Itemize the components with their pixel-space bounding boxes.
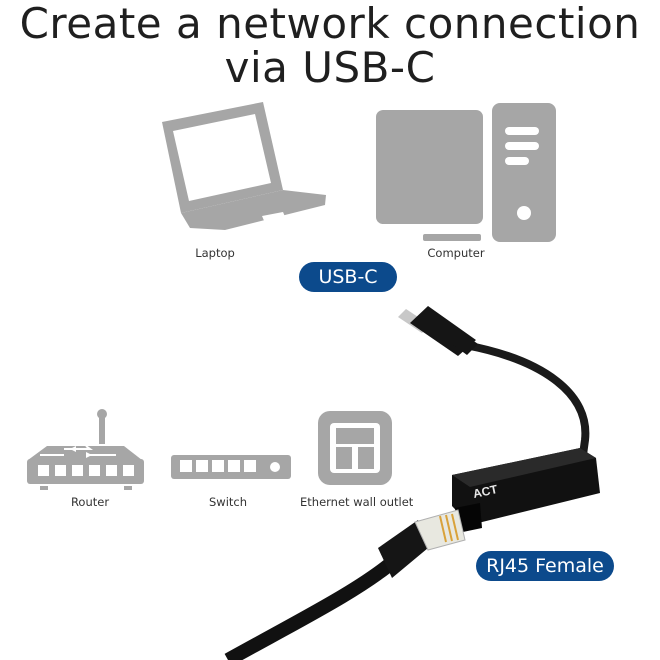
computer-label: Computer: [427, 246, 485, 260]
laptop-label: Laptop: [195, 246, 235, 260]
wall-outlet-icon: [318, 411, 392, 485]
laptop-icon: [162, 102, 326, 230]
computer-icon: [376, 103, 556, 242]
usb-c-badge: USB-C: [299, 262, 397, 292]
adapter-brand-label: ACT: [472, 482, 500, 501]
title-line-2: via USB-C: [224, 43, 436, 92]
title-line-1: Create a network connection: [19, 0, 641, 48]
rj45-female-badge: RJ45 Female: [476, 551, 614, 581]
switch-icon: [171, 455, 291, 479]
router-icon: [27, 409, 144, 490]
ethernet-wall-outlet-label: Ethernet wall outlet: [300, 495, 414, 509]
adapter-body: ACT: [452, 448, 600, 533]
router-label: Router: [70, 495, 110, 509]
usb-c-cable: [398, 306, 590, 466]
switch-label: Switch: [208, 495, 248, 509]
page-title: Create a network connection via USB-C: [0, 2, 660, 90]
rj45-cable: [224, 509, 466, 660]
